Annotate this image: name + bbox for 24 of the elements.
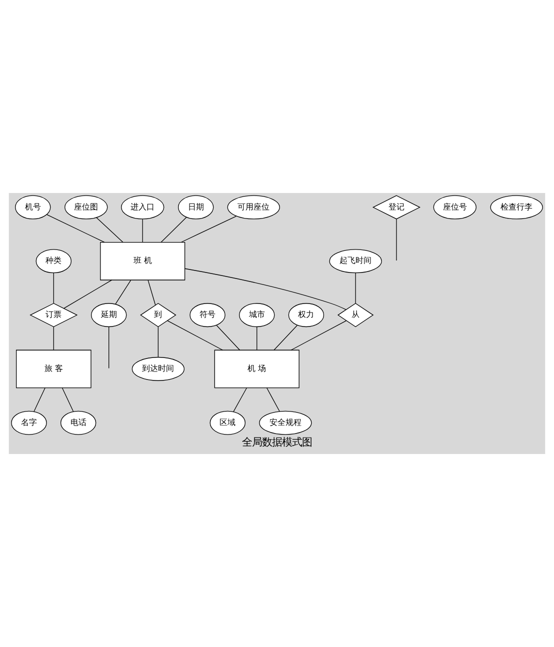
connector bbox=[184, 268, 346, 310]
connector bbox=[167, 320, 224, 350]
connector bbox=[34, 388, 46, 412]
connector bbox=[355, 272, 356, 304]
connector bbox=[53, 272, 54, 304]
caption: 全局数据模式图 bbox=[242, 436, 312, 448]
connector bbox=[46, 214, 105, 243]
connector bbox=[148, 280, 156, 306]
connector bbox=[62, 388, 74, 412]
connector bbox=[96, 217, 124, 243]
connector bbox=[233, 388, 247, 412]
connector bbox=[180, 216, 237, 243]
connector bbox=[266, 388, 280, 412]
connector bbox=[53, 326, 54, 350]
connector bbox=[115, 280, 132, 304]
connector bbox=[63, 280, 112, 309]
connector bbox=[142, 218, 143, 242]
connector bbox=[160, 217, 187, 243]
connector bbox=[216, 325, 240, 350]
connector bbox=[108, 326, 110, 369]
connector bbox=[256, 326, 258, 350]
connector bbox=[274, 325, 298, 350]
connector bbox=[290, 320, 347, 350]
connector bbox=[396, 218, 397, 261]
